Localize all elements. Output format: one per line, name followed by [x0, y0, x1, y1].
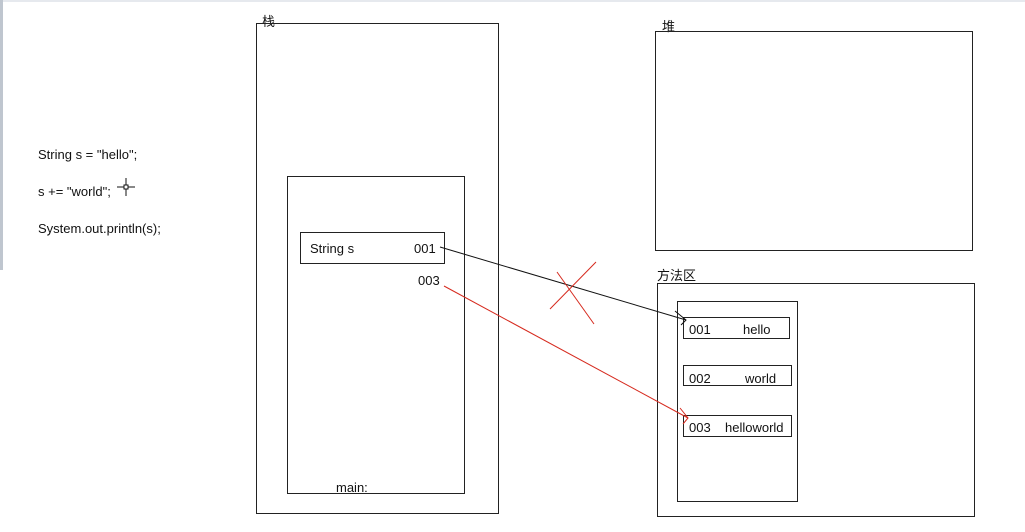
window-left-edge: [0, 0, 3, 270]
heap-title: 堆: [662, 19, 676, 34]
variable-old-address: 001: [414, 241, 436, 256]
pool-entry-3-address: 003: [689, 420, 711, 435]
pool-entry-3: [683, 415, 792, 437]
stack-title: 栈: [262, 14, 276, 29]
main-stack-frame: [287, 176, 465, 494]
pool-entry-1-address: 001: [689, 322, 711, 337]
main-frame-label: main:: [336, 480, 368, 495]
heap-region: [655, 31, 973, 251]
method-area-title: 方法区: [657, 268, 697, 283]
pool-entry-2-value: world: [745, 371, 777, 386]
pool-entry-2-address: 002: [689, 371, 711, 386]
pool-entry-1-value: hello: [743, 322, 771, 337]
variable-new-address: 003: [418, 273, 440, 288]
code-line-2: s += "world";: [38, 184, 111, 199]
code-line-1: String s = "hello";: [38, 147, 138, 162]
invalid-reference-cross: [549, 261, 597, 325]
crosshair-cursor-icon: [117, 178, 135, 196]
code-line-3: System.out.println(s);: [38, 221, 161, 236]
variable-name: String s: [310, 241, 355, 256]
window-top-edge: [0, 0, 1025, 2]
pool-entry-3-value: helloworld: [725, 420, 784, 435]
